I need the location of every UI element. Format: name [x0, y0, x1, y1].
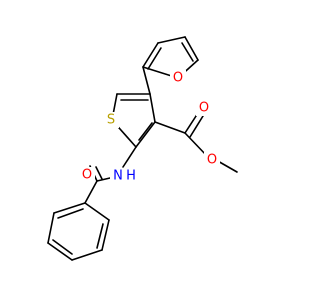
bond	[53, 202, 86, 214]
bond	[184, 112, 199, 134]
bond	[142, 66, 151, 95]
carbonyl-oxygen-label: O	[199, 101, 209, 116]
sulfur-label: S	[107, 113, 115, 128]
bond	[157, 36, 186, 44]
nitrogen-label: N	[113, 169, 123, 184]
bond	[189, 115, 204, 138]
bond	[142, 42, 159, 68]
bond	[84, 202, 110, 221]
molecule-svg: O S O O N H O	[47, 36, 238, 261]
atom-labels: O S O O N H O	[79, 70, 220, 184]
bond	[181, 42, 194, 62]
bond	[52, 239, 73, 255]
bond	[95, 166, 103, 180]
bond	[96, 177, 111, 182]
oxygen-label: O	[173, 71, 183, 86]
bond	[138, 122, 153, 141]
bond	[135, 121, 156, 148]
bond	[84, 180, 98, 204]
bond	[154, 121, 186, 134]
bond	[47, 242, 73, 261]
amide-oxygen-label: O	[82, 168, 92, 183]
bond	[101, 219, 110, 251]
bond	[149, 93, 156, 123]
bond	[71, 249, 103, 261]
benzene-ring	[47, 202, 110, 261]
ester-group	[154, 112, 238, 173]
furan-ring	[142, 36, 199, 95]
bond	[184, 36, 199, 61]
ester-oxygen-label: O	[207, 153, 217, 168]
bond	[47, 212, 55, 244]
amide-hydrogen-label: H	[126, 169, 136, 184]
bond	[57, 208, 84, 219]
bond	[147, 47, 162, 70]
bond	[184, 132, 208, 157]
structure-diagram: O S O O N H O	[47, 36, 238, 261]
bond	[96, 223, 104, 249]
bond	[122, 146, 137, 168]
